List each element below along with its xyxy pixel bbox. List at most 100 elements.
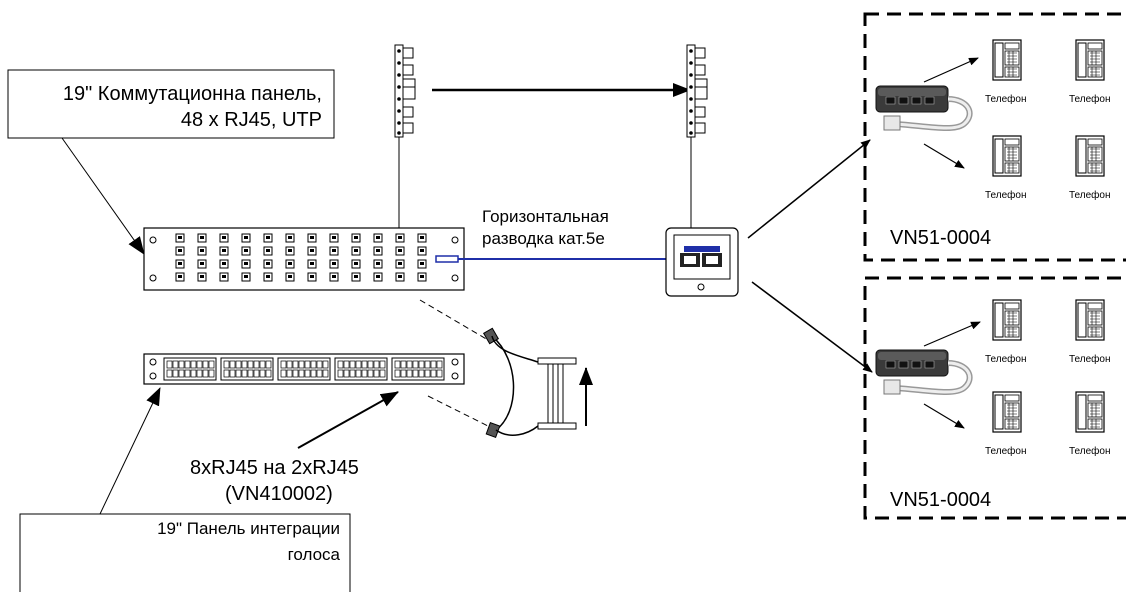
voice-port-slot bbox=[316, 360, 323, 369]
voice-port-slot bbox=[349, 369, 356, 378]
rj45-jack-contact bbox=[310, 275, 314, 278]
voice-port-slot bbox=[235, 360, 242, 369]
splitter-pointer bbox=[297, 391, 399, 449]
voice-port-slot bbox=[208, 369, 215, 378]
rj45-jack-contact bbox=[376, 236, 380, 239]
punch-down-block-icon bbox=[537, 357, 577, 430]
voice-panel-label: 19" Панель интеграции голоса bbox=[19, 513, 351, 592]
rj45-jack-contact bbox=[200, 249, 204, 252]
voice-port-slot bbox=[310, 369, 317, 378]
voice-port-slot bbox=[178, 369, 185, 378]
rj45-jack-contact bbox=[266, 236, 270, 239]
rj45-jack-contact bbox=[310, 262, 314, 265]
voice-port-slot bbox=[322, 360, 329, 369]
voice-port-slot bbox=[166, 360, 173, 369]
voice-port-slot bbox=[298, 360, 305, 369]
voice-port-slot bbox=[253, 369, 260, 378]
voice-port-slot bbox=[190, 360, 197, 369]
telephone-icon bbox=[992, 135, 1022, 177]
voice-port-slot bbox=[298, 369, 305, 378]
voice-port-slot bbox=[406, 369, 413, 378]
rj45-jack-contact bbox=[288, 262, 292, 265]
rj45-jack-contact bbox=[420, 236, 424, 239]
voice-port-slot bbox=[373, 369, 380, 378]
voice-port-slot bbox=[229, 369, 236, 378]
voice-port-slot bbox=[241, 360, 248, 369]
patch-panel-48 bbox=[143, 227, 465, 291]
rj45-jack-grid bbox=[175, 233, 427, 282]
horizontal-cabling-label-line2: разводка кат.5е bbox=[482, 229, 605, 248]
rj45-jack-contact bbox=[310, 236, 314, 239]
voice-port-slot bbox=[316, 369, 323, 378]
voice-port-slot bbox=[361, 369, 368, 378]
rj45-jack-contact bbox=[420, 275, 424, 278]
rj45-jack-contact bbox=[332, 275, 336, 278]
voice-port-slot bbox=[280, 369, 287, 378]
rj45-jack-contact bbox=[178, 236, 182, 239]
voice-port-slot bbox=[166, 369, 173, 378]
telephone-icon bbox=[1075, 39, 1105, 81]
splitter-icon bbox=[876, 86, 970, 130]
telephone-icon bbox=[1075, 299, 1105, 341]
voice-port-slot bbox=[349, 360, 356, 369]
voice-port-slot bbox=[424, 369, 431, 378]
voice-port-slot bbox=[310, 360, 317, 369]
rj45-jack-contact bbox=[332, 262, 336, 265]
voice-port-slot bbox=[337, 360, 344, 369]
voice-port-slot bbox=[247, 360, 254, 369]
voice-port-slot bbox=[343, 360, 350, 369]
voice-port-slot bbox=[394, 360, 401, 369]
voice-port-slot bbox=[259, 360, 266, 369]
rj45-jack-contact bbox=[244, 249, 248, 252]
module-bottom: Телефон Телефон Телефон Телефон VN51-000… bbox=[863, 276, 1126, 520]
phone-label: Телефон bbox=[985, 353, 1026, 365]
rj45-jack-contact bbox=[288, 236, 292, 239]
voice-port-slot bbox=[172, 369, 179, 378]
voice-port-slot bbox=[367, 369, 374, 378]
patch-cord-detail bbox=[419, 299, 539, 438]
rj45-jack-contact bbox=[354, 262, 358, 265]
voice-port-slot bbox=[361, 360, 368, 369]
rj45-jack-contact bbox=[244, 275, 248, 278]
voice-port-slot bbox=[400, 369, 407, 378]
rj45-jack-contact bbox=[266, 262, 270, 265]
rj45-jack-contact bbox=[398, 249, 402, 252]
voice-panel-pointer bbox=[99, 387, 161, 515]
phone-label: Телефон bbox=[1069, 93, 1110, 105]
voice-port-slot bbox=[196, 369, 203, 378]
voice-port-slot bbox=[304, 360, 311, 369]
voice-port-slot bbox=[379, 369, 386, 378]
splitter-icon bbox=[876, 350, 970, 394]
phone-label: Телефон bbox=[1069, 445, 1110, 457]
voice-port-slot bbox=[343, 369, 350, 378]
voice-port-slot bbox=[223, 369, 230, 378]
voice-port-slot bbox=[412, 360, 419, 369]
module-bottom-label: VN51-0004 bbox=[890, 489, 991, 511]
rj45-jack-contact bbox=[332, 249, 336, 252]
voice-port-slot bbox=[418, 369, 425, 378]
phone-label: Телефон bbox=[985, 445, 1026, 457]
voice-port-slot bbox=[367, 360, 374, 369]
voice-port-slot bbox=[235, 369, 242, 378]
voice-port-slot bbox=[322, 369, 329, 378]
voice-port-slot bbox=[253, 360, 260, 369]
voice-port-slot bbox=[190, 369, 197, 378]
rj45-jack-contact bbox=[200, 236, 204, 239]
voice-port-slot bbox=[418, 360, 425, 369]
phone-label: Телефон bbox=[985, 93, 1026, 105]
voice-port-slot bbox=[178, 360, 185, 369]
voice-panel-port-blocks bbox=[163, 357, 445, 381]
voice-port-slot bbox=[412, 369, 419, 378]
voice-panel-label-line1: 19" Панель интеграции bbox=[157, 519, 340, 538]
phone-label: Телефон bbox=[1069, 353, 1110, 365]
voice-port-slot bbox=[379, 360, 386, 369]
splitter-label-line1: 8xRJ45 на 2xRJ45 bbox=[190, 457, 359, 479]
rj45-jack-contact bbox=[178, 262, 182, 265]
voice-port-slot bbox=[304, 369, 311, 378]
rj45-jack-contact bbox=[398, 262, 402, 265]
voice-port-slot bbox=[373, 360, 380, 369]
rj45-jack-contact bbox=[354, 236, 358, 239]
voice-port-slot bbox=[286, 360, 293, 369]
voice-port-slot bbox=[184, 369, 191, 378]
